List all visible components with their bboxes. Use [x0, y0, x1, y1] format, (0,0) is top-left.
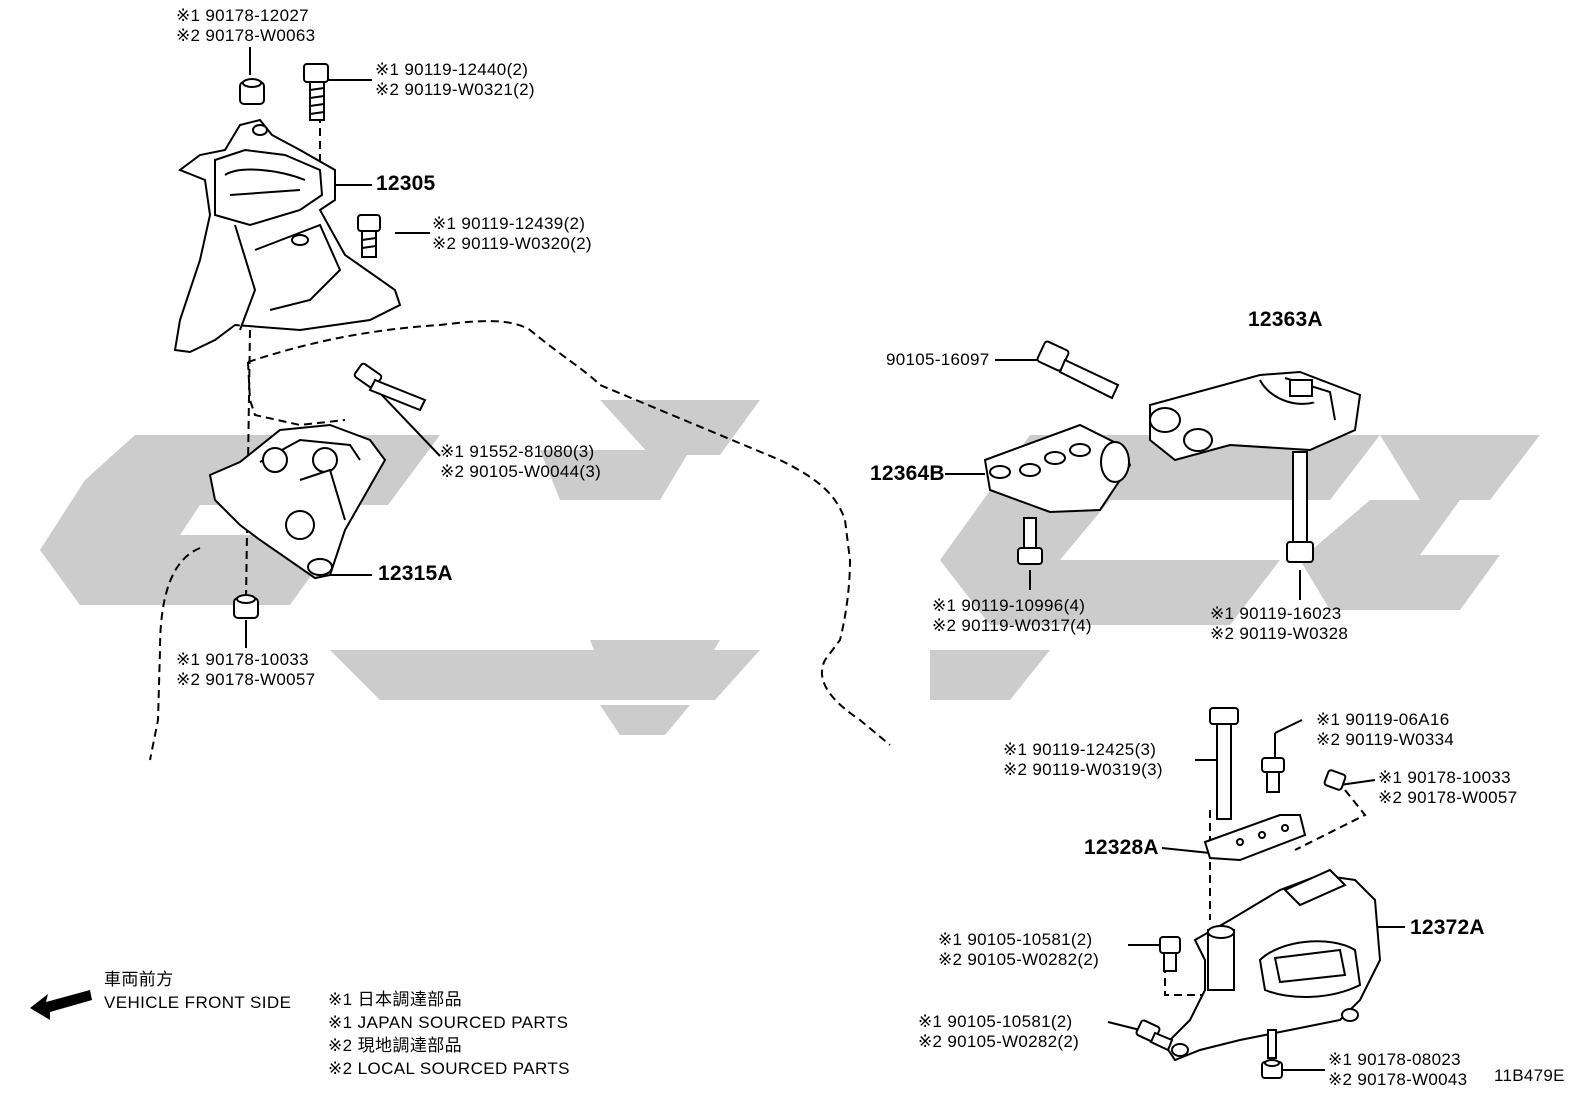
bolt-center	[1017, 517, 1043, 565]
part-12328a: 12328A	[1084, 836, 1159, 859]
callout-bolt-right-a: ※1 90119-06A16 ※2 90119-W0334	[1316, 710, 1455, 749]
part-12363a: 12363A	[1248, 308, 1323, 331]
alignment-lines	[245, 115, 1367, 996]
engine-outline	[149, 320, 891, 761]
legend-front: 車両前方 VEHICLE FRONT SIDE	[104, 970, 292, 1012]
watermark-logo	[40, 400, 1540, 735]
plate-12328a	[1203, 814, 1307, 862]
part-12315a: 12315A	[378, 562, 453, 585]
bolt-lower-b	[1135, 1019, 1174, 1052]
nut-bottom	[1261, 1059, 1283, 1079]
drawing-code: 11B479E	[1494, 1066, 1565, 1085]
bolt-right-long	[1286, 451, 1314, 563]
bolt-lower-a	[1159, 936, 1181, 972]
bolt-right-b	[1209, 707, 1239, 820]
bolt-single	[1036, 340, 1120, 400]
part-12372a: 12372A	[1410, 916, 1485, 939]
part-12305: 12305	[376, 172, 436, 195]
nut-right	[1323, 769, 1347, 791]
nut-top	[239, 78, 265, 105]
bolt-long-left	[353, 362, 427, 412]
callout-nut-bottom: ※1 90178-08023 ※2 90178-W0043	[1328, 1050, 1468, 1089]
callout-bolt-right-b: ※1 90119-12425(3) ※2 90119-W0319(3)	[1003, 740, 1163, 779]
leader-lines	[245, 47, 1405, 1071]
bracket-12305	[173, 118, 402, 354]
torque-rod-12363a	[1149, 370, 1362, 462]
callout-bolt-right-long: ※1 90119-16023 ※2 90119-W0328	[1210, 604, 1349, 643]
callout-bolt-top: ※1 90119-12440(2) ※2 90119-W0321(2)	[375, 60, 535, 99]
callout-bolt-single: 90105-16097	[886, 350, 990, 369]
bracket-12364b	[983, 423, 1132, 514]
callout-bolt-mid: ※1 90119-12439(2) ※2 90119-W0320(2)	[432, 214, 592, 253]
nut-left	[233, 594, 259, 619]
callout-nut-right: ※1 90178-10033 ※2 90178-W0057	[1378, 768, 1518, 807]
callout-bolt-center: ※1 90119-10996(4) ※2 90119-W0317(4)	[932, 596, 1092, 635]
callout-bolt-lower-b: ※1 90105-10581(2) ※2 90105-W0282(2)	[918, 1012, 1080, 1051]
part-12364b: 12364B	[870, 462, 945, 485]
arrow-left-icon	[30, 990, 92, 1020]
bracket-12315a	[208, 423, 387, 580]
callout-nut-top: ※1 90178-12027 ※2 90178-W0063	[176, 6, 316, 45]
mount-12372a	[1163, 868, 1382, 1062]
callout-bolt-long-left: ※1 91552-81080(3) ※2 90105-W0044(3)	[440, 442, 602, 481]
bolt-right-a	[1261, 757, 1285, 793]
bolt-top	[303, 63, 329, 121]
bolt-mid	[357, 214, 381, 258]
callout-nut-left: ※1 90178-10033 ※2 90178-W0057	[176, 650, 316, 689]
legend-notes: ※1 日本調達部品 ※1 JAPAN SOURCED PARTS ※2 現地調達…	[328, 990, 570, 1078]
callout-bolt-lower-a: ※1 90105-10581(2) ※2 90105-W0282(2)	[938, 930, 1100, 969]
